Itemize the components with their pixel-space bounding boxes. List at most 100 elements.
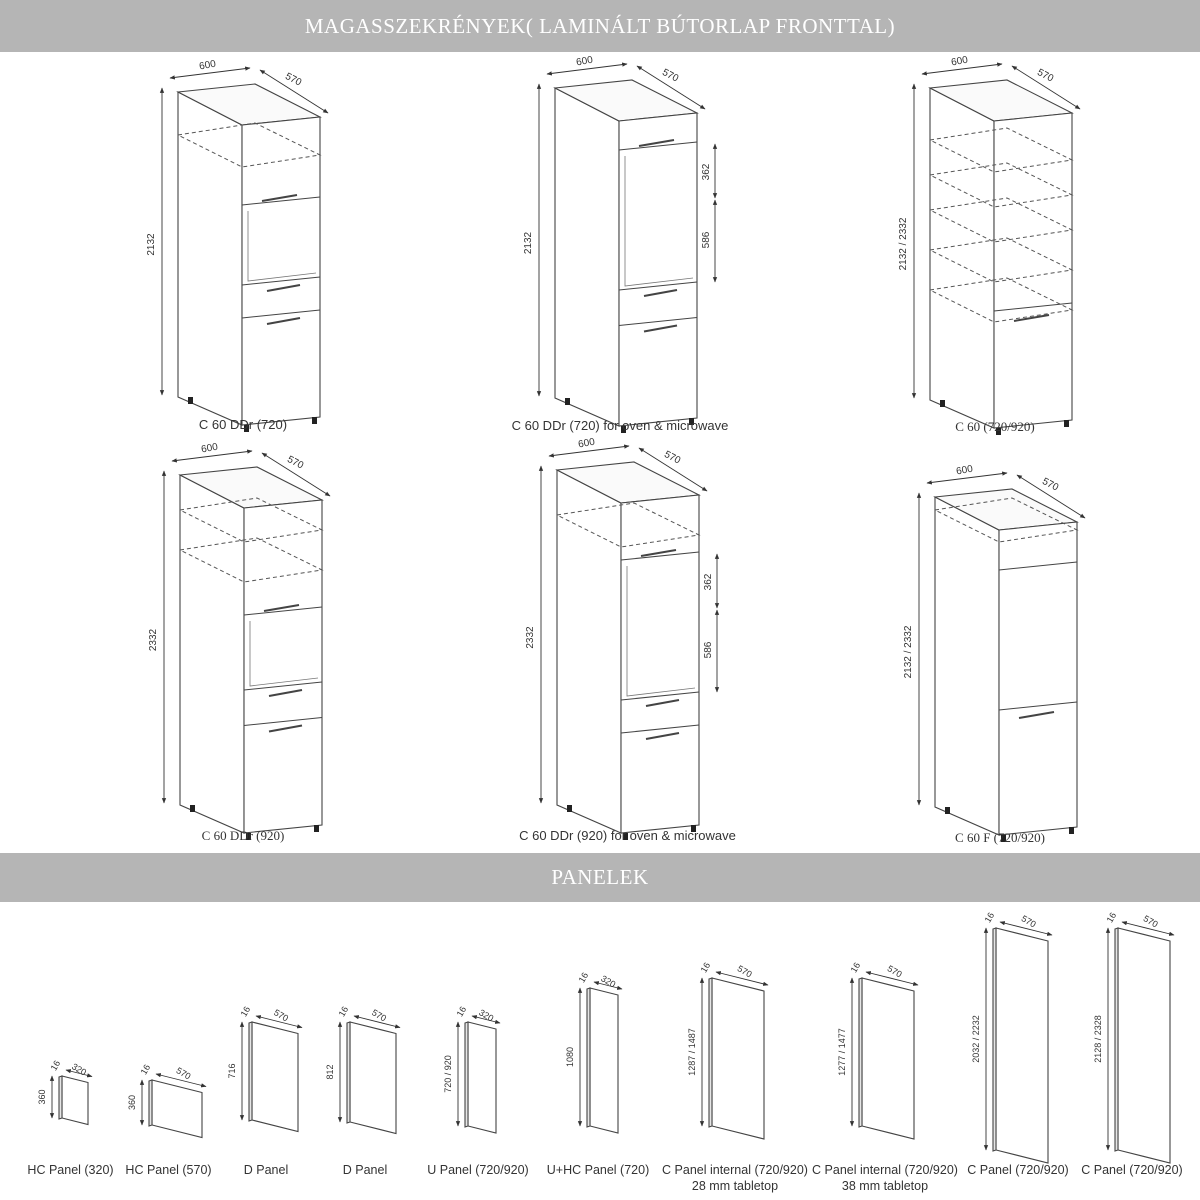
depth-dimension-line xyxy=(259,69,329,114)
door-divider xyxy=(993,302,1073,312)
panel-thickness-text: 16 xyxy=(699,961,713,975)
handle xyxy=(268,689,303,697)
panel-height-dimension-text: 360 xyxy=(127,1095,137,1110)
panel-height-dimension-text: 1287 / 1487 xyxy=(687,1028,697,1076)
panel-face xyxy=(151,1079,203,1139)
cabinet-leg xyxy=(621,426,626,433)
oven-cavity xyxy=(626,566,696,697)
width-dimension-text: 600 xyxy=(577,437,596,451)
handle xyxy=(640,549,677,557)
width-dimension-line xyxy=(169,66,251,80)
drawer-divider xyxy=(618,317,698,326)
cabinet-leg xyxy=(691,825,696,832)
panel-thickness-text: 16 xyxy=(455,1005,469,1019)
handle xyxy=(645,699,680,707)
cabinet-leg xyxy=(246,833,251,840)
panels-header: PANELEK xyxy=(0,853,1200,902)
oven-cavity xyxy=(249,621,319,687)
panel-face xyxy=(995,927,1049,1164)
cabinet-leg xyxy=(567,805,572,812)
panel-thickness-text: 16 xyxy=(849,961,863,975)
width-dimension-line xyxy=(921,62,1003,76)
cabinet-label-6: C 60 F (720/920) xyxy=(955,830,1045,845)
oven-cavity xyxy=(624,156,694,287)
height-dimension-text: 2132 / 2332 xyxy=(903,625,914,678)
door-divider xyxy=(620,691,700,701)
cabinet-side-panel xyxy=(179,474,245,834)
shelf-dashed xyxy=(929,277,1074,323)
handle xyxy=(638,139,675,147)
width-dimension-text: 600 xyxy=(950,55,969,69)
panel-face xyxy=(467,1021,497,1134)
panel-height-dimension-text: 2128 / 2328 xyxy=(1093,1015,1103,1063)
panel-label-4: D Panel xyxy=(342,1163,388,1177)
width-dimension-text: 600 xyxy=(955,464,974,478)
lower-dimension-text: 586 xyxy=(703,641,714,658)
drawer-divider xyxy=(243,717,323,726)
cabinet-side-panel xyxy=(554,87,620,427)
handle xyxy=(266,284,301,292)
panel-thickness-text: 16 xyxy=(49,1059,63,1073)
cabinet-leg xyxy=(314,825,319,832)
panel-thickness-text: 16 xyxy=(337,1005,351,1019)
panel-thickness-text: 16 xyxy=(577,971,591,985)
panel-depth-dimension-line xyxy=(255,1015,303,1029)
shelf-dashed xyxy=(556,502,701,548)
door-divider xyxy=(998,561,1078,571)
handle xyxy=(268,724,303,733)
handle xyxy=(645,732,680,740)
panel-depth-dimension-line xyxy=(715,971,769,986)
panel-depth-dimension-line xyxy=(1121,921,1175,936)
panel-thickness-text: 16 xyxy=(983,911,997,925)
panel-depth-dimension-line xyxy=(471,1015,501,1024)
door-divider xyxy=(998,701,1078,711)
panel-depth-text: 570 xyxy=(736,963,754,979)
cabinet-front xyxy=(993,112,1073,429)
panel-thickness-text: 16 xyxy=(139,1063,153,1077)
cabinet-label-1: C 60 DDr (720) xyxy=(198,417,288,432)
cabinet-leg xyxy=(188,397,193,404)
width-dimension-line xyxy=(926,471,1008,485)
panel-face xyxy=(349,1021,397,1135)
panel-height-dimension-text: 812 xyxy=(325,1064,335,1079)
panel-edge xyxy=(148,1079,153,1127)
width-dimension-text: 600 xyxy=(575,55,594,69)
handle xyxy=(643,324,678,333)
depth-dimension-line xyxy=(1011,65,1081,110)
panel-label-6: U+HC Panel (720) xyxy=(546,1163,650,1177)
panel-height-dimension-text: 2032 / 2232 xyxy=(971,1015,981,1063)
panel-thickness-text: 16 xyxy=(1105,911,1119,925)
width-dimension-line xyxy=(546,62,628,76)
door-divider xyxy=(618,281,698,291)
panel-label-10: C Panel (720/920) xyxy=(1081,1163,1183,1177)
handle xyxy=(643,289,678,297)
cabinet-leg xyxy=(996,428,1001,435)
panel-depth-dimension-line xyxy=(353,1015,401,1029)
cabinet-leg xyxy=(945,807,950,814)
panel-face xyxy=(861,977,915,1140)
handle xyxy=(261,194,298,202)
panel-edge xyxy=(586,987,591,1128)
tall-cabinets-header: MAGASSZEKRÉNYEK( LAMINÁLT BÚTORLAP FRONT… xyxy=(0,0,1200,52)
cabinet-side-panel xyxy=(934,496,1000,836)
height-dimension-text: 2132 xyxy=(523,231,534,254)
upper-dimension-text: 362 xyxy=(703,573,714,590)
cabinet-side-panel xyxy=(177,91,243,426)
panel-edge xyxy=(858,977,863,1128)
oven-cavity xyxy=(247,211,317,282)
cabinet-front xyxy=(618,112,698,427)
width-dimension-text: 600 xyxy=(198,59,217,73)
panel-edge xyxy=(58,1075,63,1120)
shelf-dashed xyxy=(929,162,1074,208)
door-divider xyxy=(241,276,321,286)
panel-label-2: HC Panel (570) xyxy=(125,1163,212,1177)
